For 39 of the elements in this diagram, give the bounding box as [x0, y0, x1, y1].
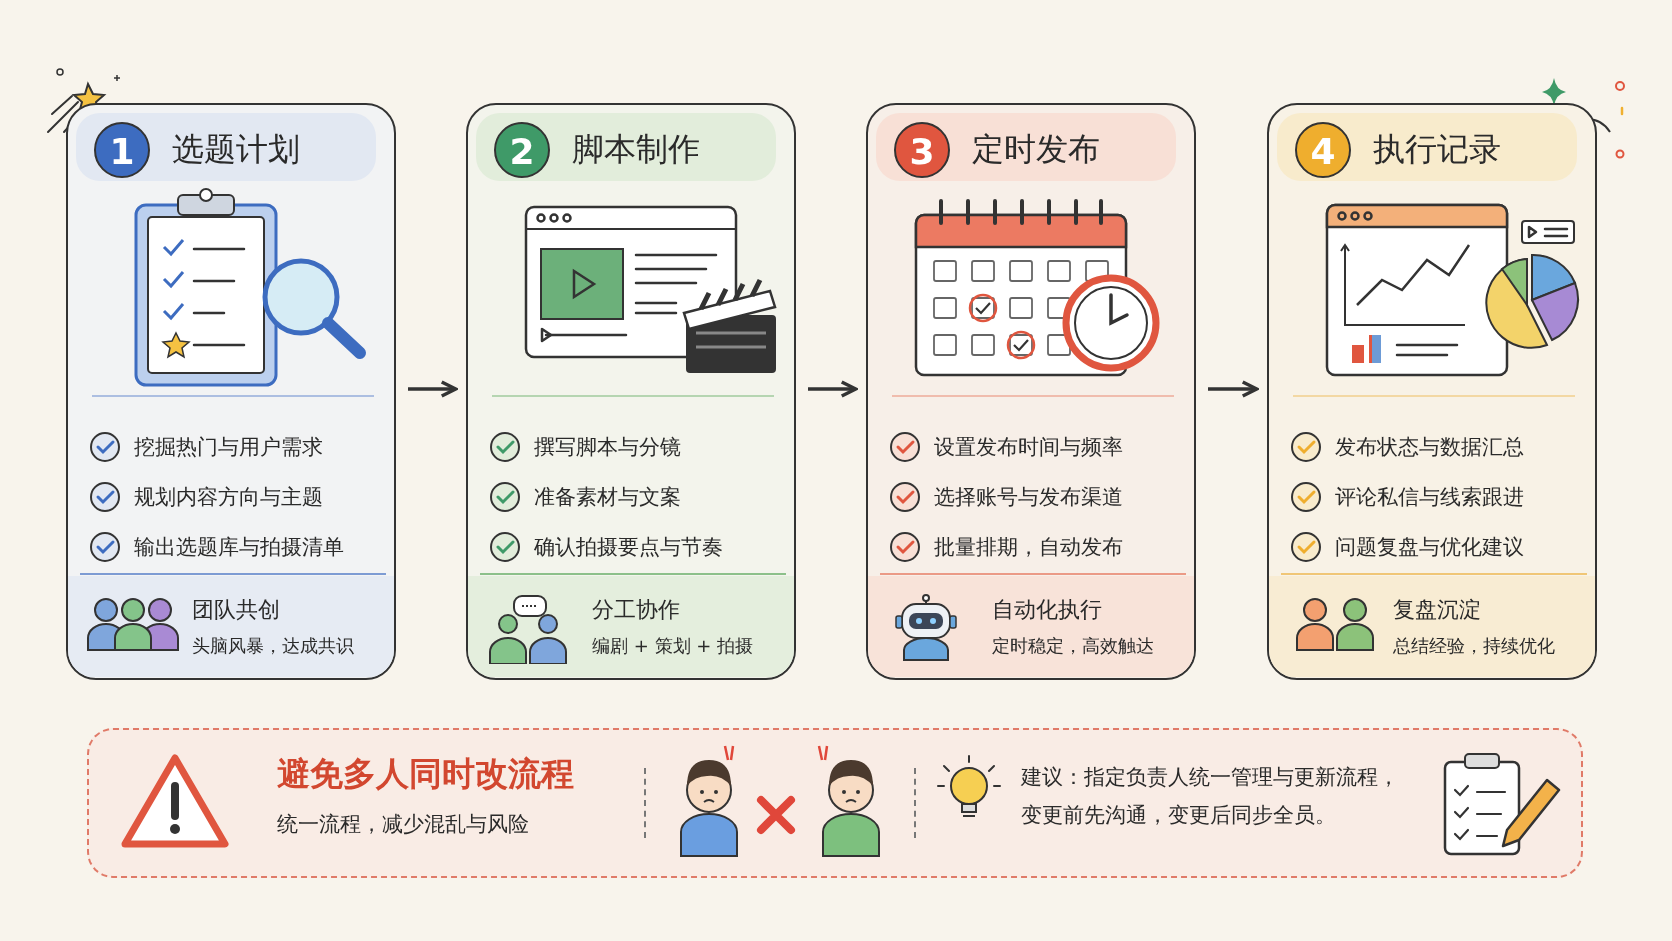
footer-panel — [868, 576, 1194, 677]
step-title: 脚本制作 — [572, 129, 700, 170]
checklist-item: 批量排期，自动发布 — [934, 534, 1123, 561]
step-title: 执行记录 — [1373, 129, 1501, 170]
footer-panel — [468, 576, 794, 677]
step-card — [866, 103, 1196, 680]
footer-title: 分工协作 — [592, 596, 680, 624]
arrow — [808, 380, 858, 398]
checklist-item: 挖掘热门与用户需求 — [134, 434, 323, 461]
step-card — [466, 103, 796, 680]
checklist-item: 设置发布时间与频率 — [934, 434, 1123, 461]
checklist-item: 发布状态与数据汇总 — [1335, 434, 1524, 461]
checklist-item: 准备素材与文案 — [534, 484, 681, 511]
banner-heading: 避免多人同时改流程 — [277, 753, 574, 795]
footer-title: 自动化执行 — [992, 596, 1102, 624]
footer-subtitle: 定时稳定，高效触达 — [992, 634, 1154, 658]
advice-text: 建议：指定负责人统一管理与更新流程，变更前先沟通，变更后同步全员。 — [1021, 764, 1400, 829]
step-title: 定时发布 — [972, 129, 1100, 170]
footer-subtitle: 编剧 + 策划 + 拍摄 — [592, 634, 754, 658]
arrow — [408, 380, 458, 398]
footer-title: 复盘沉淀 — [1393, 596, 1481, 624]
checklist-item: 确认拍摄要点与节奏 — [534, 534, 723, 561]
checklist-item: 规划内容方向与主题 — [134, 484, 323, 511]
footer-title: 团队共创 — [192, 596, 280, 624]
step-title: 选题计划 — [172, 129, 300, 170]
step-card — [66, 103, 396, 680]
footer-subtitle: 头脑风暴，达成共识 — [192, 634, 354, 658]
checklist-item: 问题复盘与优化建议 — [1335, 534, 1524, 561]
banner-subtitle: 统一流程，减少混乱与风险 — [277, 811, 529, 838]
checklist-item: 撰写脚本与分镜 — [534, 434, 681, 461]
checklist-item: 评论私信与线索跟进 — [1335, 484, 1524, 511]
arrow — [1208, 380, 1259, 398]
checklist-item: 输出选题库与拍摄清单 — [134, 534, 344, 561]
step-card — [1267, 103, 1597, 680]
warning-banner — [87, 728, 1583, 878]
footer-panel — [1269, 576, 1595, 677]
footer-panel — [68, 576, 394, 677]
footer-subtitle: 总结经验，持续优化 — [1393, 634, 1555, 658]
checklist-item: 选择账号与发布渠道 — [934, 484, 1123, 511]
